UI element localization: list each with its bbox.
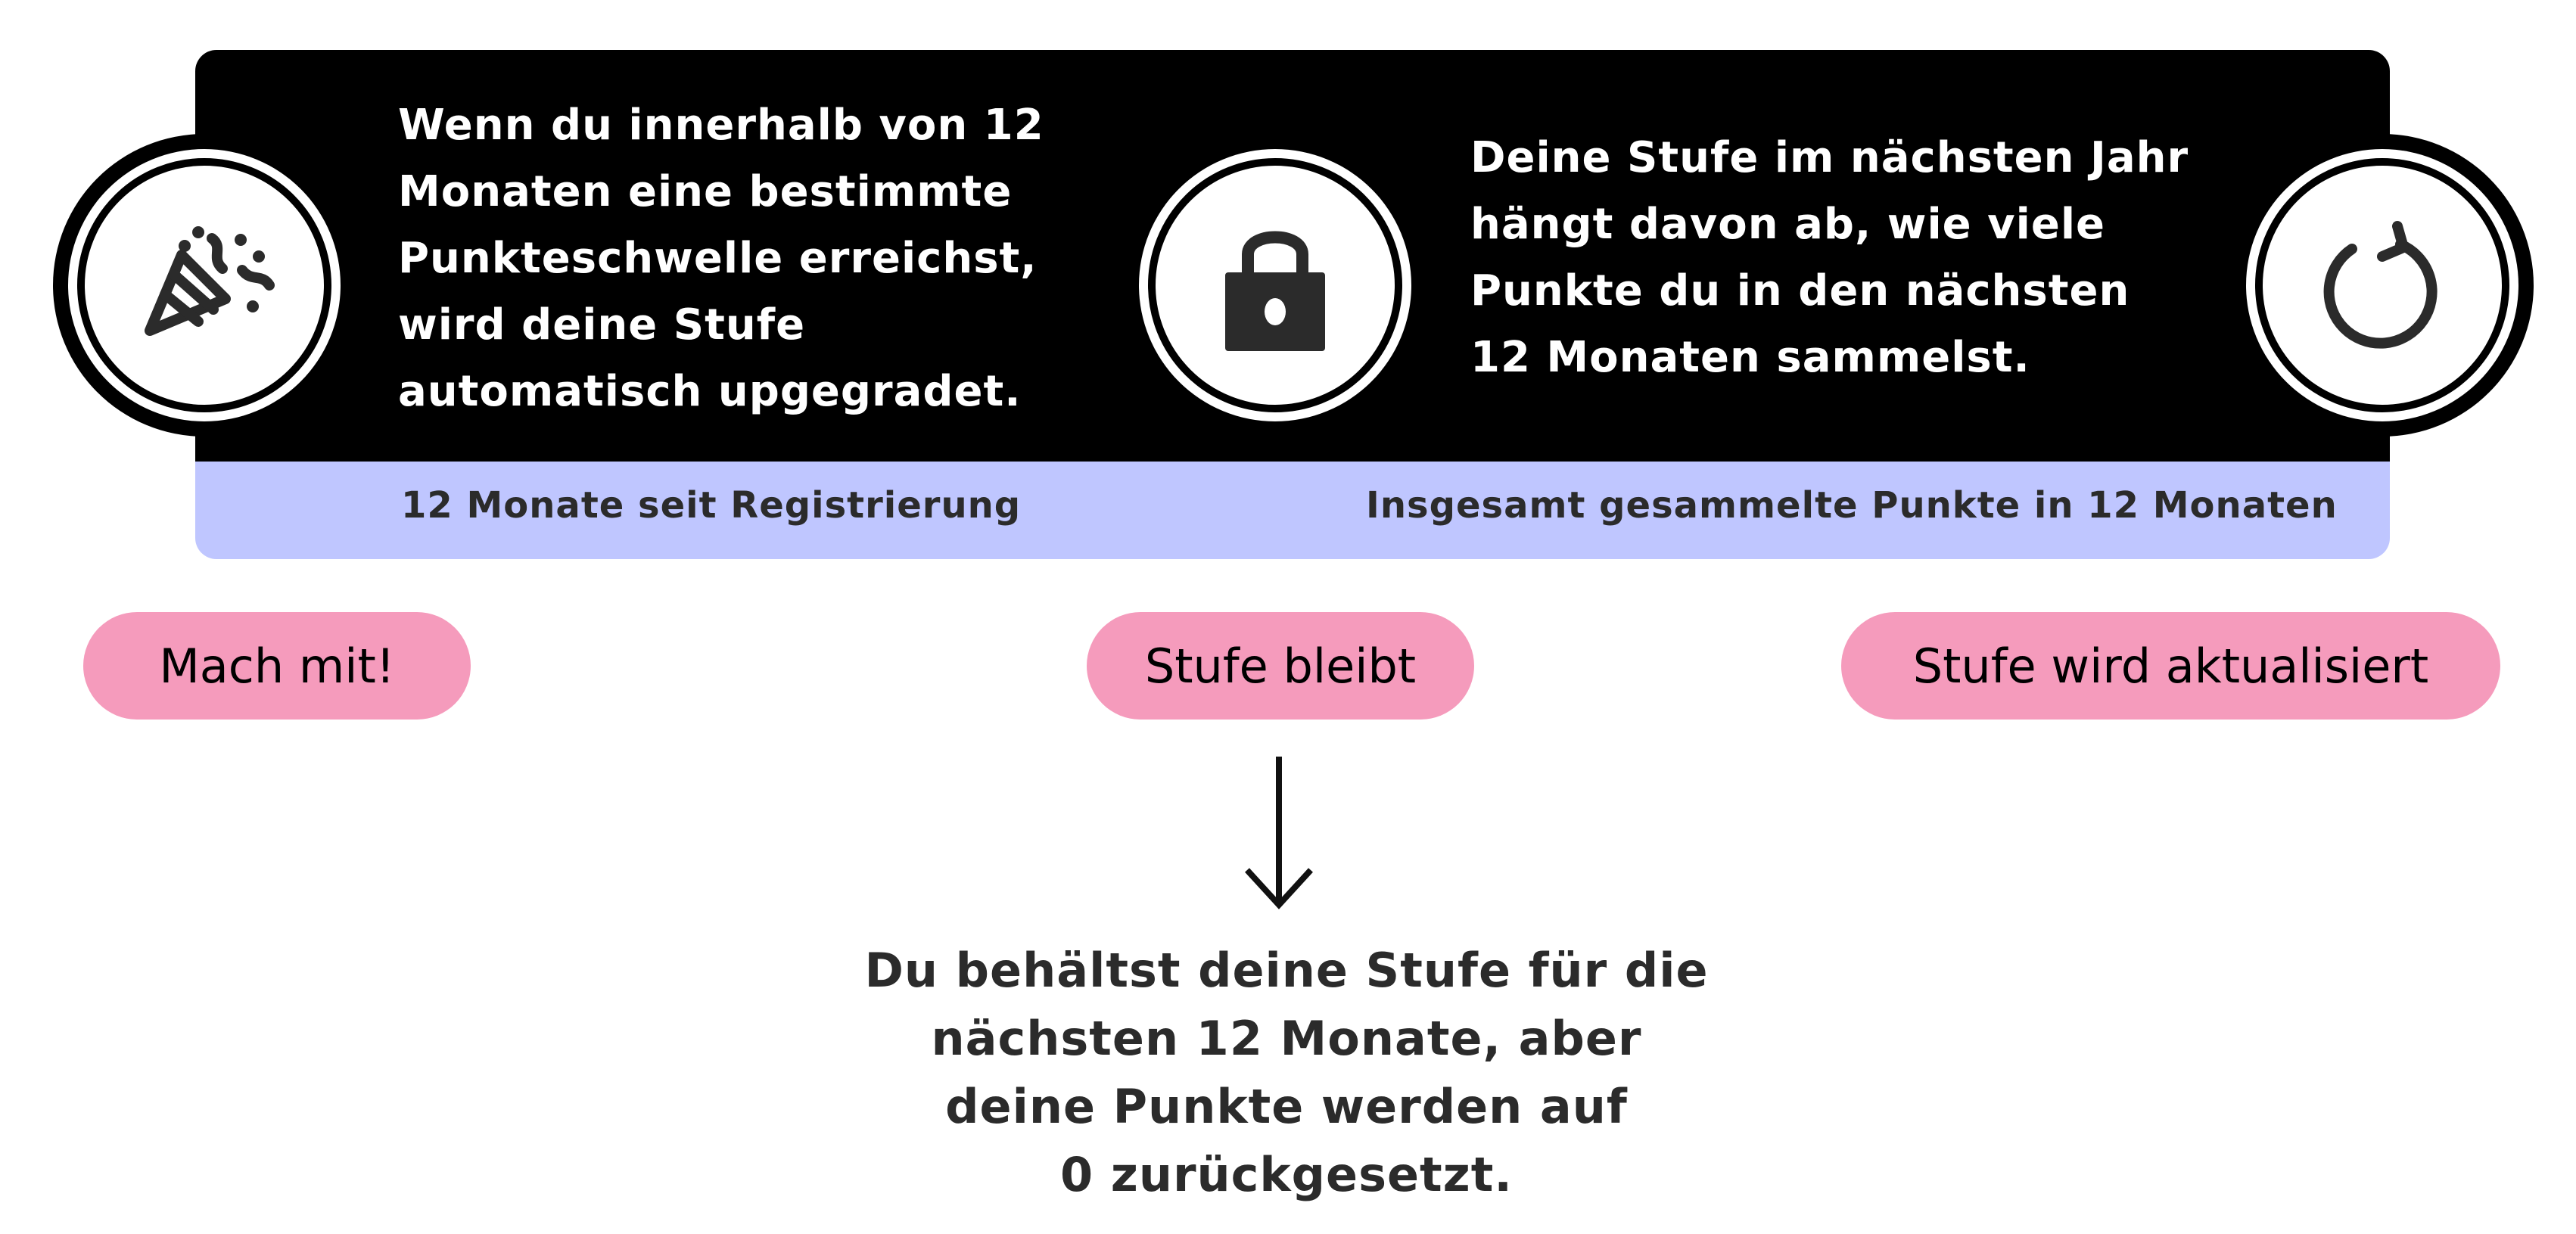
refresh-circle [2231, 134, 2534, 437]
tier-stays-pill: Stufe bleibt [1087, 612, 1474, 720]
down-arrow-icon [1245, 757, 1313, 909]
next-year-description: Deine Stufe im nächsten Jahr hängt davon… [1470, 133, 2189, 382]
tier-updated-pill: Stufe wird aktualisiert [1841, 612, 2500, 720]
party-circle [53, 134, 356, 437]
banner-timeline-band [195, 462, 2390, 559]
lock-circle [1124, 134, 1426, 437]
outcome-description: Du behältst deine Stufe für die nächsten… [864, 943, 1709, 1202]
join-pill: Mach mit! [83, 612, 471, 720]
band-label-registration: 12 Monate seit Registrierung [401, 484, 1022, 527]
band-label-points: Insgesamt gesammelte Punkte in 12 Monate… [1366, 484, 2338, 527]
upgrade-description: Wenn du innerhalb von 12 Monaten eine be… [398, 101, 1044, 416]
